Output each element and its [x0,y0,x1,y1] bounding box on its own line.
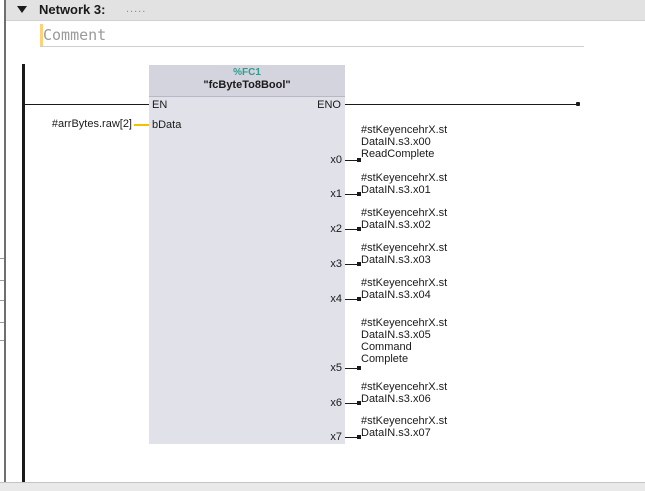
wire-end-connector [576,102,580,106]
output-pin-x2[interactable]: x2 [330,223,342,235]
eno-pin[interactable]: ENO [317,99,341,111]
bdata-pin[interactable]: bData [152,119,182,131]
output-wire-x5[interactable] [345,368,359,369]
output-pin-x1[interactable]: x1 [330,188,342,200]
comment-marker [40,24,43,46]
output-connector-x6 [357,401,361,405]
output-wire-x6[interactable] [345,403,359,404]
output-operand-x6[interactable]: #stKeyencehrX.st DataIN.s3.x06 [361,381,448,405]
output-connector-x2 [357,227,361,231]
rail-tick [0,340,4,341]
rail-tick [0,280,4,281]
eno-wire[interactable] [345,104,578,105]
output-connector-x0 [357,158,361,162]
output-connector-x5 [357,366,361,370]
output-connector-x7 [357,435,361,439]
network-comment[interactable]: Comment [40,23,584,47]
output-wire-x7[interactable] [345,437,359,438]
output-operand-x5[interactable]: #stKeyencehrX.st DataIN.s3.x05 Command C… [361,317,448,365]
output-pin-x5[interactable]: x5 [330,362,342,374]
input-connector[interactable] [134,124,149,126]
block-name[interactable]: "fcByteTo8Bool" [203,79,291,91]
rail-tick [0,300,4,301]
input-operand[interactable]: #arrBytes.raw[2] [51,118,132,130]
en-wire[interactable] [25,104,149,105]
output-pin-x4[interactable]: x4 [330,293,342,305]
output-operand-x4[interactable]: #stKeyencehrX.st DataIN.s3.x04 [361,277,448,301]
function-block-body[interactable] [149,65,345,444]
output-connector-x4 [357,297,361,301]
network-footer-bar [0,482,645,491]
network-title[interactable]: Network 3: [39,2,106,17]
output-pin-x3[interactable]: x3 [330,258,342,270]
rail-tick [0,258,4,259]
output-operand-x3[interactable]: #stKeyencehrX.st DataIN.s3.x03 [361,242,448,266]
left-power-rail [22,64,25,482]
block-type: %FC1 [233,67,261,78]
network-header[interactable]: Network 3: ..... [6,0,645,21]
output-wire-x4[interactable] [345,299,359,300]
output-wire-x1[interactable] [345,194,359,195]
output-wire-x2[interactable] [345,229,359,230]
function-block-header[interactable]: %FC1 "fcByteTo8Bool" [149,65,345,97]
editor-left-border [0,0,6,491]
output-wire-x3[interactable] [345,264,359,265]
output-pin-x0[interactable]: x0 [330,154,342,166]
output-wire-x0[interactable] [345,160,359,161]
network-title-placeholder[interactable]: ..... [126,3,147,15]
en-pin[interactable]: EN [152,99,168,111]
output-pin-x6[interactable]: x6 [330,397,342,409]
output-connector-x3 [357,262,361,266]
output-operand-x2[interactable]: #stKeyencehrX.st DataIN.s3.x02 [361,207,448,231]
output-pin-x7[interactable]: x7 [330,431,342,443]
output-operand-x1[interactable]: #stKeyencehrX.st DataIN.s3.x01 [361,172,448,196]
output-connector-x1 [357,192,361,196]
output-operand-x7[interactable]: #stKeyencehrX.st DataIN.s3.x07 [361,415,448,439]
rail-tick [0,322,4,323]
output-operand-x0[interactable]: #stKeyencehrX.st DataIN.s3.x00 ReadCompl… [361,124,448,160]
triangle-down-icon[interactable] [15,4,29,16]
